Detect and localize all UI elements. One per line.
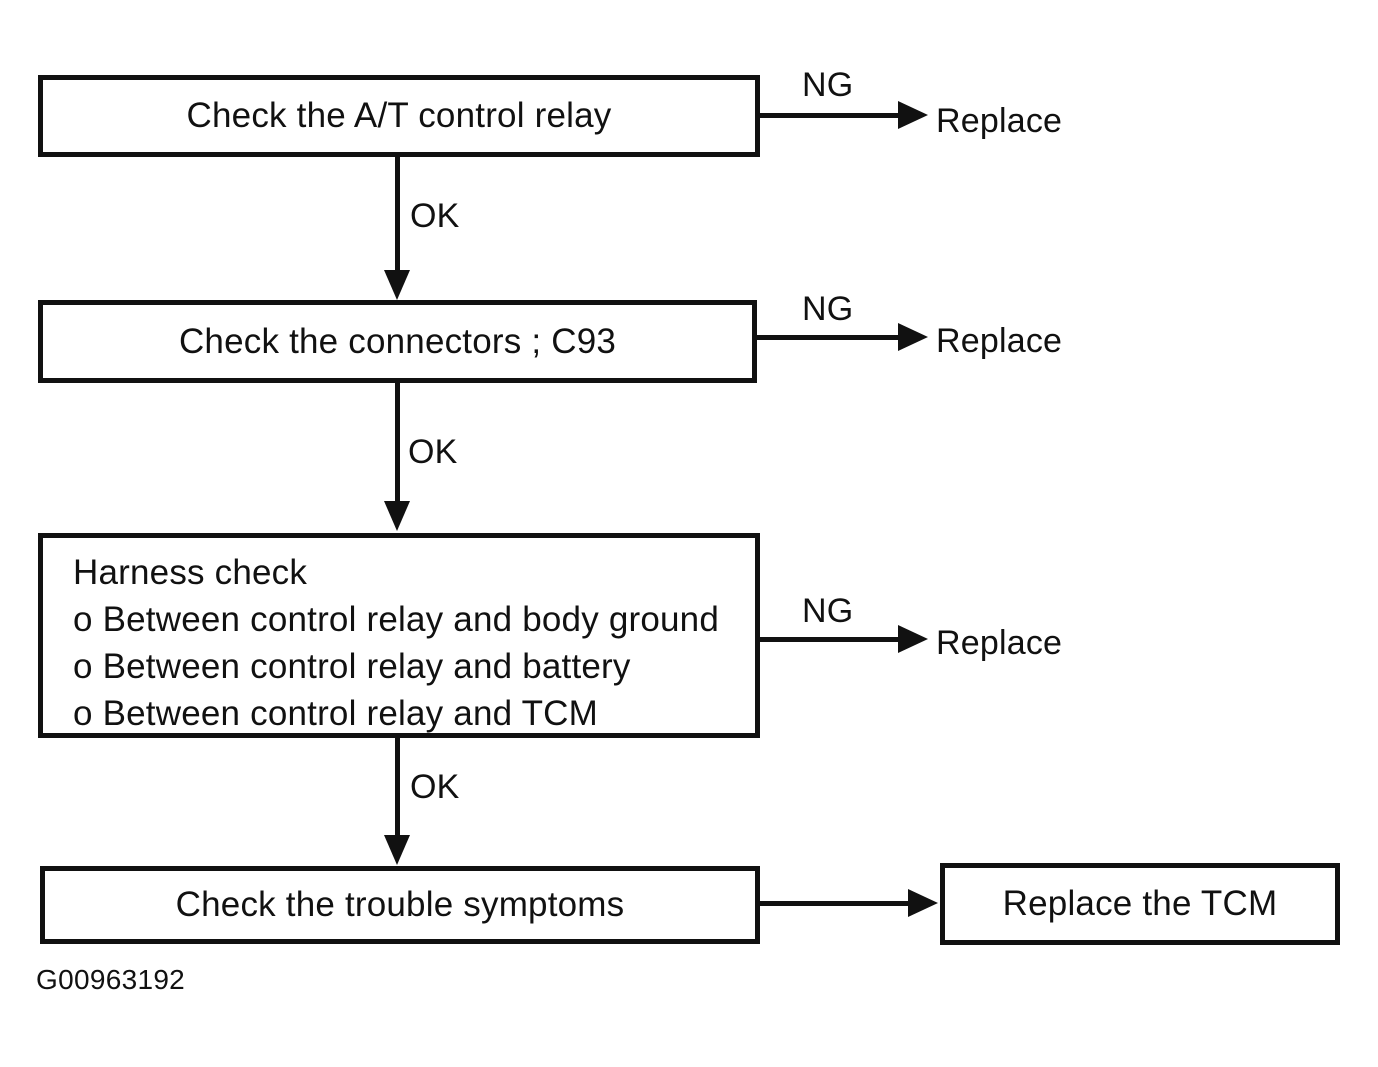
ok-branch-label-1: OK: [410, 197, 460, 235]
ng-arrow-line-1: [757, 113, 900, 118]
ok-arrowhead-icon-3: [384, 835, 410, 865]
ng-arrowhead-icon-1: [898, 101, 928, 129]
result-arrow-line: [758, 901, 910, 906]
step-label-trouble-symptoms: Check the trouble symptoms: [175, 885, 625, 924]
ng-arrow-line-3: [757, 637, 900, 642]
ok-arrowhead-icon-2: [384, 501, 410, 531]
ng-branch-label-3: NG: [802, 592, 854, 630]
step-box-connectors-c93: Check the connectors ; C93: [38, 300, 757, 383]
ng-action-label-2: Replace: [936, 322, 1063, 360]
ok-branch-label-2: OK: [408, 433, 458, 471]
step-label-connectors-c93: Check the connectors ; C93: [178, 321, 617, 361]
ng-branch-label-1: NG: [802, 66, 854, 104]
harness-check-item-body-ground: o Between control relay and body ground: [73, 600, 720, 639]
figure-code-label: G00963192: [36, 964, 186, 995]
step-box-trouble-symptoms: Check the trouble symptoms: [40, 866, 760, 944]
harness-check-title: Harness check: [73, 553, 308, 592]
ok-arrowhead-icon-1: [384, 270, 410, 300]
harness-check-item-tcm: o Between control relay and TCM: [73, 694, 598, 733]
ng-arrow-line-2: [755, 335, 900, 340]
ng-arrowhead-icon-3: [898, 625, 928, 653]
ok-arrow-line-2: [395, 383, 400, 503]
ok-arrow-line-1: [395, 157, 400, 273]
step-box-harness-check: Harness check o Between control relay an…: [38, 533, 760, 738]
ng-action-label-3: Replace: [936, 624, 1063, 662]
ok-arrow-line-3: [395, 738, 400, 837]
ng-branch-label-2: NG: [802, 290, 854, 328]
step-label-at-control-relay: Check the A/T control relay: [186, 96, 612, 135]
ok-branch-label-3: OK: [410, 768, 460, 806]
result-label-replace-tcm: Replace the TCM: [1002, 884, 1278, 923]
result-arrowhead-icon: [908, 889, 938, 917]
ng-action-label-1: Replace: [936, 102, 1063, 140]
result-box-replace-tcm: Replace the TCM: [940, 863, 1340, 945]
step-box-at-control-relay: Check the A/T control relay: [38, 75, 760, 157]
harness-check-item-battery: o Between control relay and battery: [73, 647, 631, 686]
ng-arrowhead-icon-2: [898, 323, 928, 351]
